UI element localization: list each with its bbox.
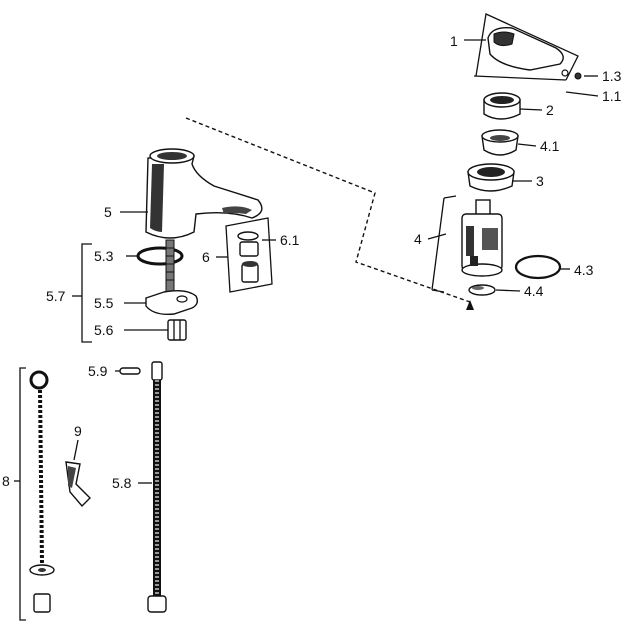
part-5-6-nut — [167, 319, 187, 341]
label-3: 3 — [536, 173, 544, 189]
label-5-9: 5.9 — [88, 363, 108, 379]
label-4-4: 4.4 — [524, 283, 544, 299]
label-5-7: 5.7 — [46, 288, 66, 304]
label-5-3: 5.3 — [94, 248, 114, 264]
label-4: 4 — [414, 231, 422, 247]
assembly-arrow-head — [466, 300, 474, 310]
label-5-8: 5.8 — [112, 475, 132, 491]
part-6-aerator-group — [225, 217, 273, 293]
label-5: 5 — [104, 204, 112, 220]
part-3-nut — [467, 163, 515, 192]
label-2: 2 — [546, 102, 554, 118]
part-5-9-tube — [119, 367, 141, 375]
part-4-1-adapter — [481, 129, 519, 156]
part-4-3-o-ring — [514, 254, 562, 280]
part-5-5-horseshoe-plate — [145, 289, 199, 316]
part-5-spout-body — [145, 148, 263, 239]
label-5-6: 5.6 — [94, 322, 114, 338]
part-4-cartridge — [431, 195, 503, 293]
label-1-1: 1.1 — [602, 88, 622, 104]
label-1: 1 — [450, 33, 458, 49]
part-5-3-washer — [136, 239, 184, 299]
label-6-1: 6.1 — [280, 232, 300, 248]
part-5-8-flex-hose — [147, 361, 167, 613]
part-2-ring — [483, 92, 521, 120]
label-4-1: 4.1 — [540, 138, 560, 154]
part-1-lever-handle — [473, 13, 582, 81]
label-5-5: 5.5 — [94, 295, 114, 311]
part-8-chain-and-plug — [19, 367, 55, 621]
label-8: 8 — [2, 473, 10, 489]
assembly-dashed-path — [185, 117, 471, 303]
label-1-3: 1.3 — [602, 68, 622, 84]
bracket-5-7 — [81, 243, 92, 343]
label-9: 9 — [74, 423, 82, 439]
leader-lines — [14, 39, 599, 484]
part-9-clip — [65, 461, 91, 508]
label-4-3: 4.3 — [574, 262, 594, 278]
part-4-4-seal — [468, 284, 496, 296]
label-6: 6 — [202, 249, 210, 265]
